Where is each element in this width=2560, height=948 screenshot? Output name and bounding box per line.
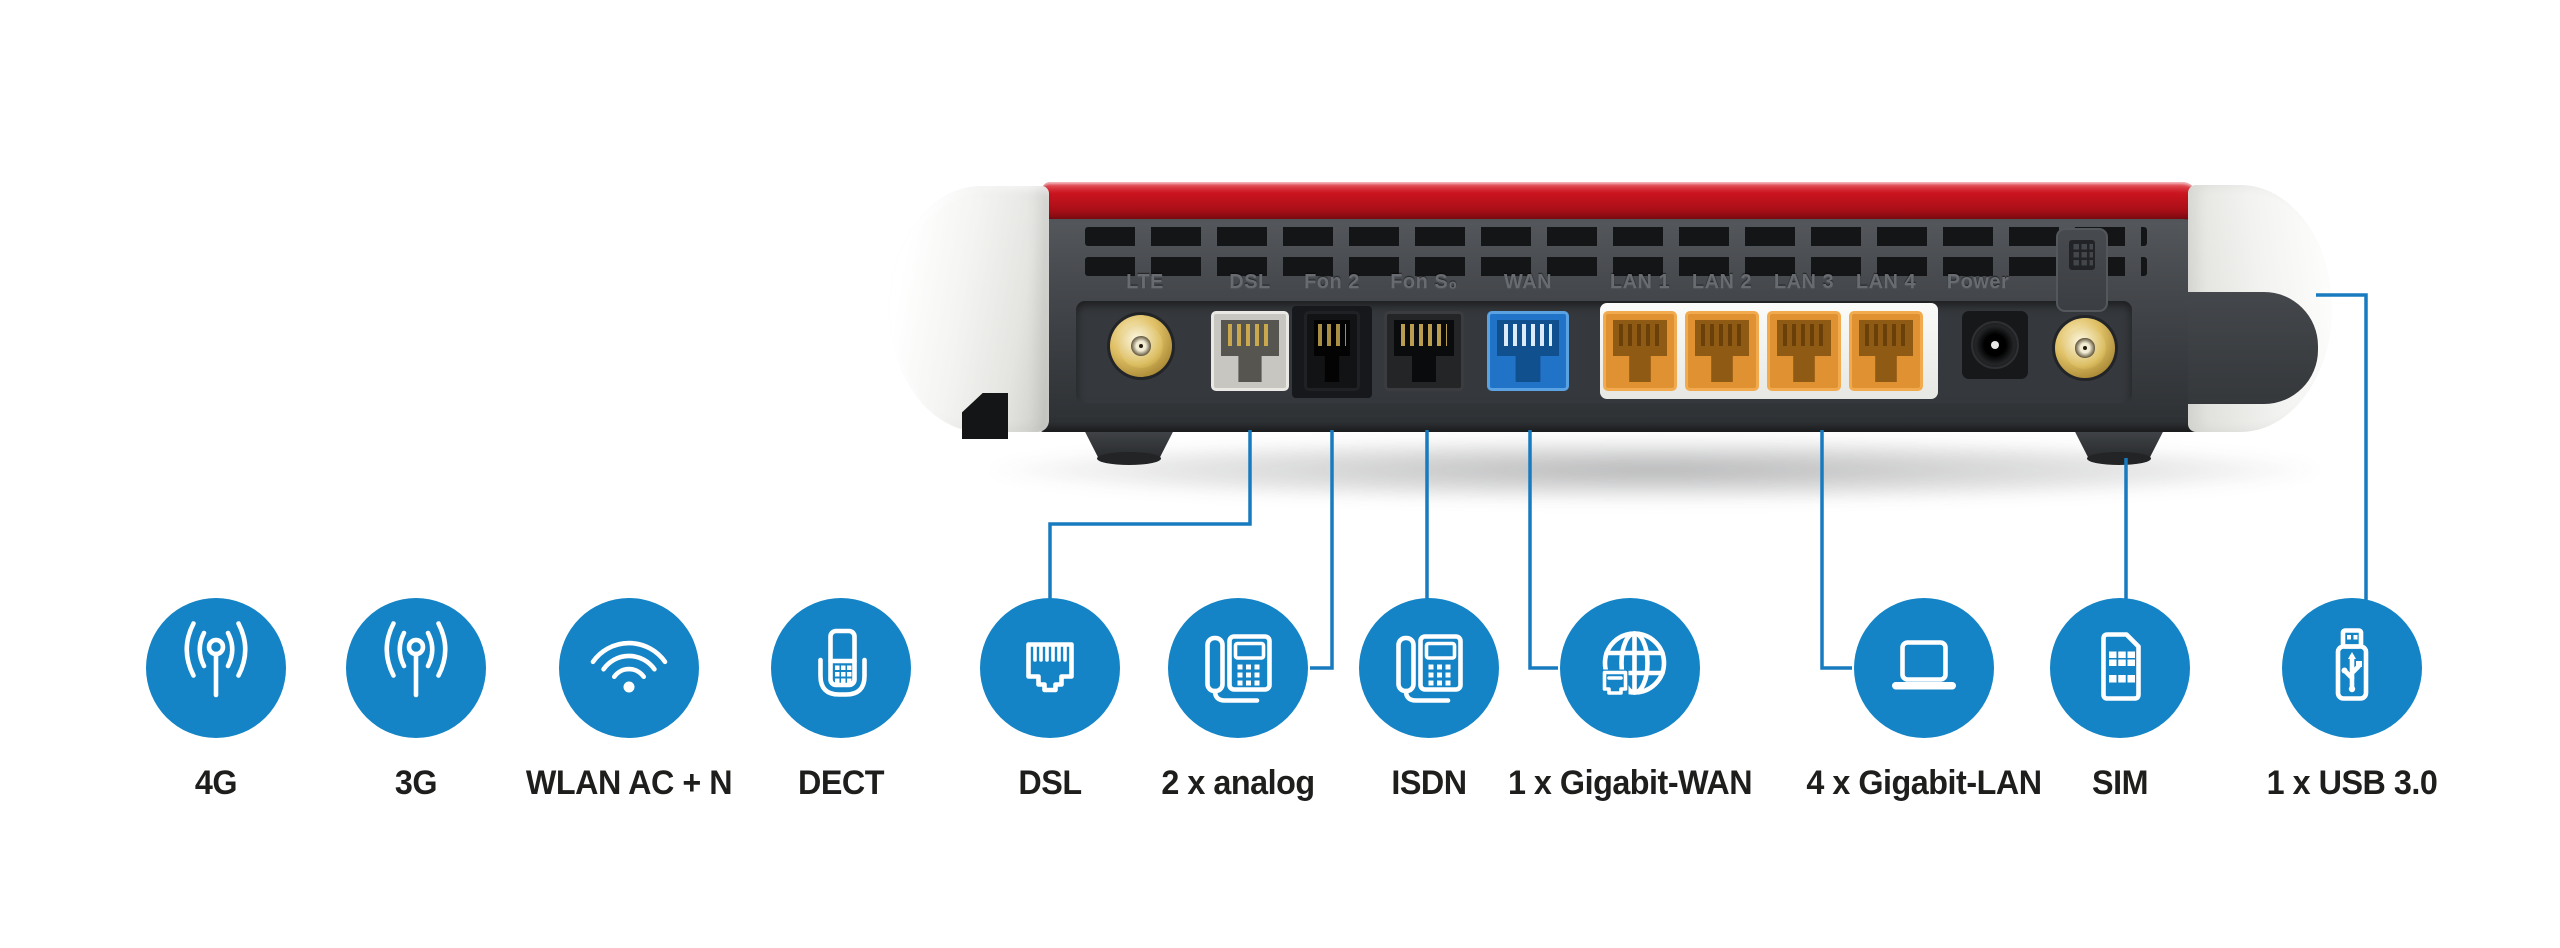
power-jack-pin: [1991, 341, 1999, 349]
port-label-lan1: LAN 1: [1609, 271, 1671, 293]
laptop-icon: [1892, 640, 1956, 690]
lte-antenna-connector-pin: [1138, 343, 1144, 349]
usb-stick-icon: [2335, 628, 2369, 701]
fon-s0-port-socket: [1394, 320, 1454, 382]
desk-phone-icon: [1396, 634, 1463, 703]
router-foot-pad-right: [2087, 452, 2151, 465]
feature-bubble: [559, 598, 699, 738]
fon2-port-socket: [1314, 320, 1350, 382]
feature-bubble: [1168, 598, 1308, 738]
feature-label: 1 x Gigabit-WAN: [1507, 764, 1753, 802]
feature-bubble: [1359, 598, 1499, 738]
router-red-top-cover: [1042, 182, 2198, 226]
feature-label: 1 x USB 3.0: [2266, 764, 2438, 802]
fon2-port-pins: [1318, 324, 1346, 346]
feature-gigabit-lan: 4 x Gigabit-LAN: [1806, 598, 2042, 802]
feature-bubble: [980, 598, 1120, 738]
rj45-plug-icon: [1026, 642, 1074, 693]
feature-label: ISDN: [1391, 764, 1467, 802]
sim-card-icon: [2101, 632, 2141, 701]
feature-bubble: [1854, 598, 1994, 738]
lan3-port-socket: [1777, 320, 1831, 382]
feature-label: 3G: [394, 764, 438, 802]
feature-dect: DECT: [771, 598, 911, 802]
feature-label: 4G: [194, 764, 238, 802]
lan3-port-pins: [1783, 324, 1825, 346]
feature-label: SIM: [2091, 764, 2149, 802]
feature-analog: 2 x analog: [1161, 598, 1315, 802]
lan1-port-pins: [1619, 324, 1661, 346]
dsl-port: [1211, 311, 1289, 391]
feature-label: WLAN AC + N: [525, 764, 733, 802]
lan2-port-pins: [1701, 324, 1743, 346]
feature-3g: 3G: [346, 598, 486, 802]
left-end-cap: [889, 186, 1049, 432]
port-label-lte: LTE: [1126, 271, 1164, 293]
feature-label: 2 x analog: [1161, 764, 1315, 802]
power-jack: [1971, 321, 2019, 369]
dsl-port-pins: [1227, 324, 1273, 346]
vent-row-bottom: [1085, 257, 2147, 276]
port-label-fon2: Fon 2: [1304, 271, 1360, 293]
lan2-port-socket: [1695, 320, 1749, 382]
feature-label: 4 x Gigabit-LAN: [1806, 764, 2042, 802]
feature-usb: 1 x USB 3.0: [2267, 598, 2438, 802]
port-label-fon-s0: Fon S₀: [1390, 271, 1458, 293]
feature-label: DSL: [1018, 764, 1082, 802]
lan3-port: [1767, 311, 1841, 391]
feature-sim: SIM: [2050, 598, 2190, 802]
right-end-cap-panel: [2188, 292, 2318, 404]
cellular-antenna-icon: [184, 621, 248, 698]
feature-bubble: [2050, 598, 2190, 738]
wan-port-pins: [1504, 324, 1552, 346]
router-foot-pad-left: [1097, 452, 1161, 465]
feature-dsl: DSL: [980, 598, 1120, 802]
port-label-lan2: LAN 2: [1691, 271, 1753, 293]
port-label-lan4: LAN 4: [1855, 271, 1917, 293]
lan1-port-socket: [1613, 320, 1667, 382]
fon-s0-port: [1384, 311, 1464, 391]
feature-bubble: [2282, 598, 2422, 738]
antenna-connector-2: [2055, 318, 2115, 378]
feature-label: DECT: [797, 764, 885, 802]
lan4-port: [1849, 311, 1923, 391]
feature-bubble: [771, 598, 911, 738]
fon2-port: [1304, 311, 1360, 391]
sim-slot-icon: [2069, 240, 2095, 270]
feature-bubble: [346, 598, 486, 738]
globe-network-icon: [1601, 631, 1667, 697]
cellular-antenna-icon: [384, 621, 448, 698]
port-label-dsl: DSL: [1229, 271, 1271, 293]
lan2-port: [1685, 311, 1759, 391]
wan-port-socket: [1497, 320, 1559, 382]
cordless-phone-icon: [818, 628, 867, 697]
feature-4g: 4G: [146, 598, 286, 802]
port-label-power: Power: [1946, 271, 2010, 293]
feature-bubble: [1560, 598, 1700, 738]
vent-row-top: [1085, 227, 2147, 246]
wifi-icon: [590, 640, 668, 693]
antenna-connector-2-pin: [2082, 345, 2088, 351]
lan1-port: [1603, 311, 1677, 391]
feature-isdn: ISDN: [1359, 598, 1499, 802]
port-label-lan3: LAN 3: [1773, 271, 1835, 293]
desk-phone-icon: [1205, 634, 1272, 703]
feature-gigabit-wan: 1 x Gigabit-WAN: [1508, 598, 1753, 802]
feature-bubble: [146, 598, 286, 738]
lan4-port-socket: [1859, 320, 1913, 382]
lte-antenna-connector: [1110, 315, 1172, 377]
feature-wlan: WLAN AC + N: [526, 598, 733, 802]
wan-port: [1487, 311, 1569, 391]
lan4-port-pins: [1865, 324, 1907, 346]
fon-s0-port-pins: [1401, 324, 1447, 346]
dsl-port-socket: [1221, 320, 1279, 382]
port-label-wan: WAN: [1503, 271, 1553, 293]
